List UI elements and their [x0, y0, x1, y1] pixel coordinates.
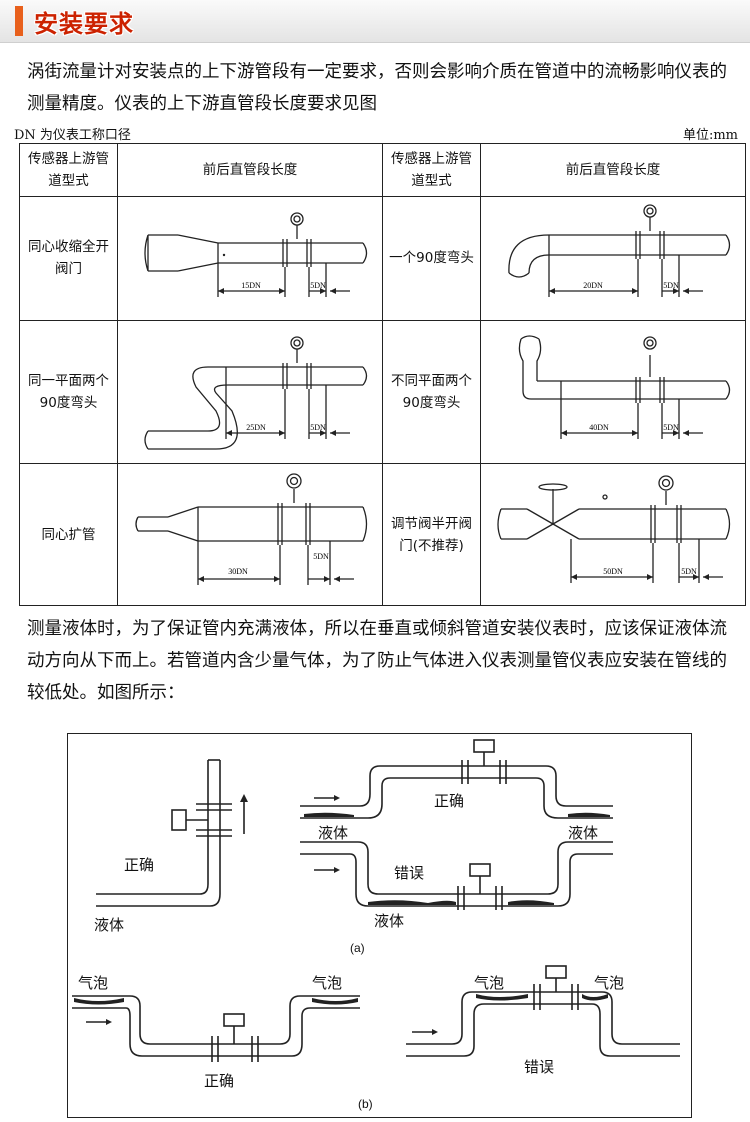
col-header: 前后直管段长度: [117, 143, 383, 197]
label-bubble: 气泡: [474, 975, 504, 992]
installation-diagram: 正确 液体 正确 液体 液体 错误 液体 (a) 气泡 气泡 正确 气泡 气泡 …: [72, 739, 680, 1111]
downstream-length-label: 5DN: [310, 281, 326, 290]
table-row: 同心扩管: [19, 463, 746, 606]
installation-figure: 正确 液体 正确 液体 液体 错误 液体 (a) 气泡 气泡 正确 气泡 气泡 …: [67, 733, 692, 1118]
figure-label-b: (b): [358, 1097, 373, 1111]
header-accent-bar: [15, 6, 23, 36]
downstream-length-label: 5DN: [663, 281, 679, 290]
diagram-cell: 50DN 5DN: [480, 463, 746, 606]
dn-note: DN 为仪表工称口径: [14, 128, 131, 143]
diagram-cell: 25DN 5DN: [117, 319, 383, 465]
figure-label-a: (a): [350, 941, 365, 955]
upstream-length-label: 15DN: [241, 281, 261, 290]
expander-diagram: 30DN 5DN: [135, 472, 368, 585]
upstream-length-label: 30DN: [228, 567, 248, 576]
section-title: 安装要求: [34, 10, 134, 38]
upstream-length-label: 20DN: [583, 281, 603, 290]
pipe-type-cell: 调节阀半开阀门(不推荐): [382, 463, 481, 606]
label-correct: 正确: [204, 1073, 234, 1090]
table-row: 同一平面两个90度弯头: [19, 319, 746, 465]
pipe-type-cell: 同一平面两个90度弯头: [19, 319, 118, 465]
col-header: 传感器上游管道型式: [19, 143, 118, 197]
col-header: 传感器上游管道型式: [382, 143, 481, 197]
upstream-length-label: 25DN: [246, 423, 266, 432]
label-wrong: 错误: [524, 1059, 554, 1076]
unit-label: 单位:mm: [682, 128, 738, 143]
pipe-type-cell: 同心收缩全开阀门: [19, 196, 118, 321]
label-liquid: 液体: [94, 917, 124, 934]
label-wrong: 错误: [394, 865, 424, 882]
label-correct: 正确: [434, 793, 464, 810]
downstream-length-label: 5DN: [663, 423, 679, 432]
elbow-diagram: 20DN 5DN: [508, 204, 731, 298]
intro-paragraph: 涡街流量计对安装点的上下游管段有一定要求，否则会影响介质在管道中的流畅影响仪表的…: [27, 62, 727, 114]
straight-pipe-table: 传感器上游管道型式 前后直管段长度 传感器上游管道型式 前后直管段长度 同心收缩…: [19, 143, 746, 606]
reducer-diagram: 15DN 5DN: [144, 212, 368, 298]
label-bubble: 气泡: [594, 975, 624, 992]
label-bubble: 气泡: [312, 975, 342, 992]
pipe-type-cell: 一个90度弯头: [382, 196, 481, 321]
pipe-type-cell: 同心扩管: [19, 463, 118, 606]
pipe-type-cell: 不同平面两个90度弯头: [382, 319, 481, 465]
label-liquid: 液体: [568, 825, 598, 842]
label-bubble: 气泡: [78, 975, 108, 992]
downstream-length-label: 5DN: [681, 567, 697, 576]
downstream-length-label: 5DN: [310, 423, 326, 432]
label-liquid: 液体: [318, 825, 348, 842]
installation-paragraph: 测量液体时，为了保证管内充满液体，所以在垂直或倾斜管道安装仪表时，应该保证液体流…: [27, 619, 727, 703]
upstream-length-label: 50DN: [603, 567, 623, 576]
downstream-length-label: 5DN: [313, 552, 329, 561]
upstream-length-label: 40DN: [589, 423, 609, 432]
diagram-cell: 20DN 5DN: [480, 196, 746, 321]
double-elbow-diagram: 25DN 5DN: [144, 336, 368, 450]
table-row: 同心收缩全开阀门: [19, 196, 746, 321]
label-correct: 正确: [124, 857, 154, 874]
spatial-elbow-diagram: 40DN 5DN: [518, 335, 731, 439]
diagram-cell: 30DN 5DN: [117, 463, 383, 606]
table-header-row: 传感器上游管道型式 前后直管段长度 传感器上游管道型式 前后直管段长度: [19, 143, 746, 197]
section-header: 安装要求: [0, 0, 750, 43]
diagram-cell: 15DN 5DN: [117, 196, 383, 321]
col-header: 前后直管段长度: [480, 143, 746, 197]
diagram-cell: 40DN 5DN: [480, 319, 746, 465]
label-liquid: 液体: [374, 913, 404, 930]
valve-diagram: 50DN 5DN: [497, 474, 731, 583]
